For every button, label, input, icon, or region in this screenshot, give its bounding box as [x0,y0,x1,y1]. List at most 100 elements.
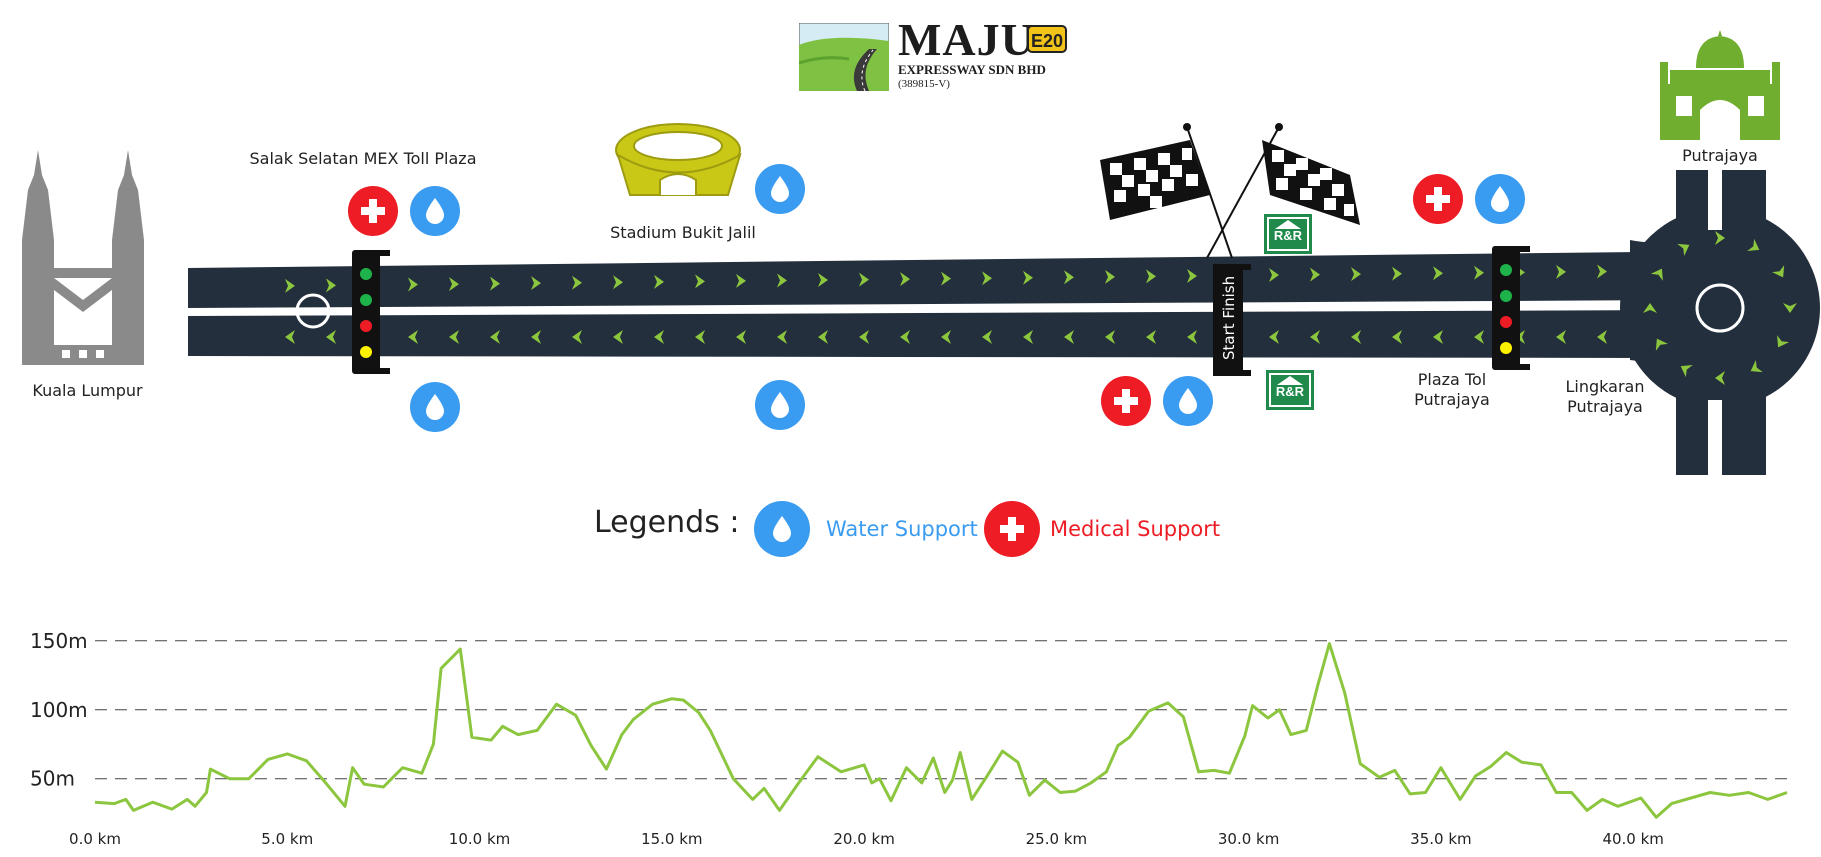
maju-logo [798,22,890,92]
x-tick-label: 25.0 km [1026,830,1087,848]
label-plaza-tol: Plaza Tol Putrajaya [1392,370,1512,410]
direction-arrow-icon [1269,268,1279,283]
start-finish-label: Start Finish [1220,276,1238,360]
logo-badge: E20 [1027,25,1067,53]
direction-arrow-icon [1146,330,1156,344]
road-lower [188,310,1680,358]
elevation-profile-line [94,642,1788,819]
direction-arrow-icon [531,330,541,344]
direction-arrow-icon [695,274,705,289]
direction-arrow-icon [1433,330,1443,344]
label-plaza-tol-line1: Plaza Tol [1417,370,1487,389]
label-lingkaran-line1: Lingkaran [1565,377,1645,396]
y-tick-label: 150m [30,629,88,653]
legend-medical-label: Medical Support [1050,517,1221,541]
traffic-light-putrajaya [1492,246,1530,370]
stadium-icon [615,123,742,196]
road-upper [188,250,1680,308]
direction-arrow-icon [654,274,664,289]
water-support-icon [1163,376,1213,426]
direction-arrow-icon [285,330,295,344]
logo-registration: (389815-V) [898,78,950,90]
legend-medical-icon [984,501,1040,557]
direction-arrow-icon [1105,330,1115,344]
direction-arrow-icon [285,278,295,293]
direction-arrow-icon [449,277,459,292]
rest-area-sign-frame: R&R [1269,373,1311,407]
direction-arrow-icon [408,330,418,344]
x-tick-label: 35.0 km [1410,830,1471,848]
legend-water-label: Water Support [826,517,978,541]
water-support-icon [410,186,460,236]
x-tick-label: 20.0 km [833,830,894,848]
direction-arrow-icon [1556,264,1566,279]
direction-arrow-icon [613,275,623,290]
tent-icon [1277,376,1303,385]
direction-arrow-icon [572,275,582,290]
direction-arrow-icon [1023,330,1033,344]
label-stadium: Stadium Bukit Jalil [610,223,756,242]
petronas-towers-icon [22,150,144,365]
direction-arrow-icon [1351,267,1361,282]
direction-arrow-icon [1643,303,1657,313]
direction-arrow-icon [1310,267,1320,282]
label-lingkaran: Lingkaran Putrajaya [1545,377,1665,417]
direction-arrow-icon [1269,330,1279,344]
water-support-icon [755,164,805,214]
direction-arrow-icon [1310,330,1320,344]
rest-area-sign-frame: R&R [1267,217,1309,251]
rest-area-label: R&R [1273,228,1303,243]
y-tick-label: 50m [30,767,75,791]
x-tick-label: 15.0 km [641,830,702,848]
start-marker [295,293,331,329]
x-tick-label: 5.0 km [261,830,313,848]
direction-arrow-icon [1187,330,1197,344]
direction-arrow-icon [326,278,336,293]
rest-area-sign-lower: R&R [1266,370,1314,410]
direction-arrow-icon [1023,270,1033,285]
direction-arrow-icon [1146,269,1156,284]
direction-arrow-icon [613,330,623,344]
logo-title: MAJU [898,14,1035,65]
direction-arrow-icon [1772,265,1785,278]
medical-support-icon [1101,376,1151,426]
checkered-flags-icon [1100,123,1360,259]
water-support-icon [755,380,805,430]
direction-arrow-icon [1064,330,1074,344]
label-salak-toll: Salak Selatan MEX Toll Plaza [249,149,477,168]
direction-arrow-icon [490,330,500,344]
x-tick-label: 10.0 km [449,830,510,848]
direction-arrow-icon [408,277,418,292]
direction-arrow-icon [1392,266,1402,281]
putrajaya-mosque-icon [1660,30,1780,140]
traffic-light-salak [352,250,390,374]
direction-arrow-icon [1597,330,1607,344]
route-map: Start Finish [22,30,1820,475]
water-support-icon [410,382,460,432]
logo-subtitle: EXPRESSWAY SDN BHD [898,62,1046,77]
direction-arrow-icon [736,273,746,288]
direction-arrow-icon [531,276,541,291]
medical-support-icon [348,186,398,236]
highway-logo-icon [798,22,890,92]
roundabout-marker [1695,283,1745,333]
direction-arrow-icon [1433,266,1443,281]
direction-arrow-icon [736,330,746,344]
direction-arrow-icon [1747,238,1760,251]
direction-arrow-icon [941,271,951,286]
direction-arrow-icon [1556,330,1566,344]
medical-support-icon [1413,174,1463,224]
direction-arrow-icon [1650,268,1663,281]
label-plaza-tol-line2: Putrajaya [1414,390,1490,409]
start-finish-gate: Start Finish [1213,264,1251,376]
direction-arrow-icon [490,276,500,291]
direction-arrow-icon [900,272,910,287]
direction-arrow-icon [982,271,992,286]
direction-arrow-icon [1715,231,1725,245]
direction-arrow-icon [1783,303,1797,313]
direction-arrow-icon [818,273,828,288]
direction-arrow-icon [900,330,910,344]
direction-arrow-icon [654,330,664,344]
direction-arrow-icon [1715,371,1725,385]
direction-arrow-icon [777,273,787,288]
